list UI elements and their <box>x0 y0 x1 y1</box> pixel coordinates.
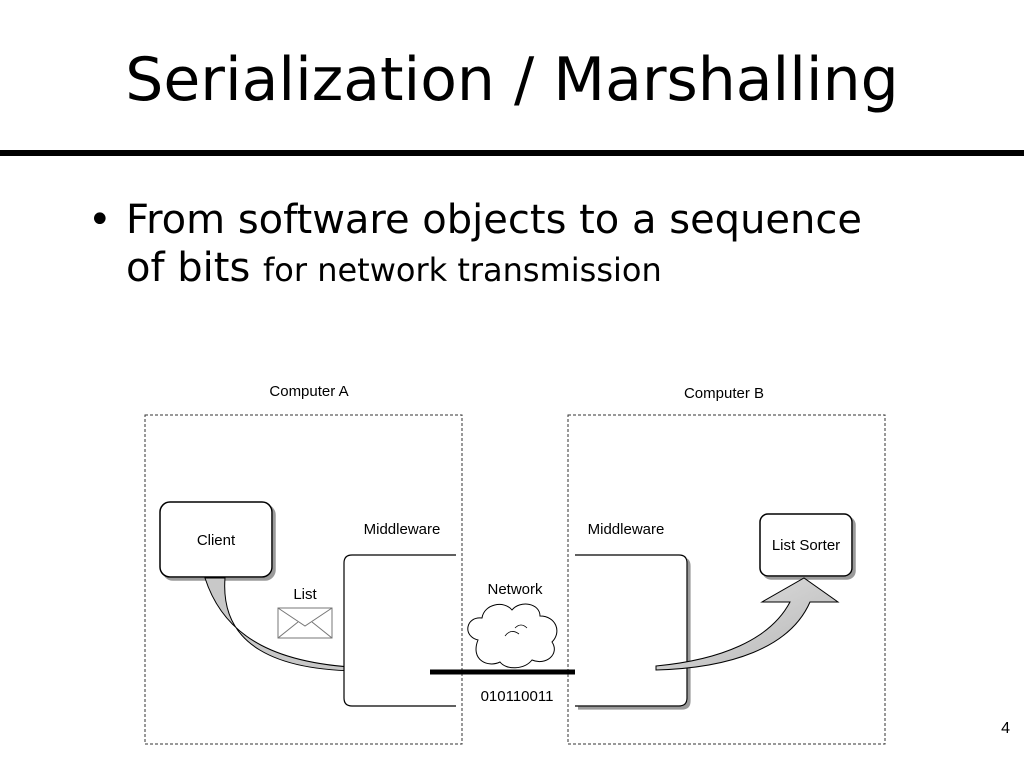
bullet-marker: • <box>88 197 112 243</box>
client-label: Client <box>197 532 236 549</box>
middleware-b-label: Middleware <box>588 521 665 538</box>
computer-a-label: Computer A <box>269 383 348 400</box>
bullet-line-2-main: of bits <box>126 245 251 291</box>
client-box <box>159 501 273 578</box>
list-label: List <box>293 586 317 603</box>
bullet-line-2-small: for network transmission <box>263 251 662 289</box>
middleware-a-box <box>343 554 456 707</box>
bullet-text: From software objects to a sequence of b… <box>126 196 946 294</box>
computer-a-box <box>144 414 463 745</box>
envelope-icon <box>277 607 333 639</box>
title-divider <box>0 150 1024 156</box>
cloud-icon <box>467 603 558 669</box>
list-sorter-label: List Sorter <box>772 537 840 554</box>
middleware-a-label: Middleware <box>364 521 441 538</box>
curved-arrow-icon <box>655 577 840 671</box>
middleware-b-box <box>575 554 688 707</box>
computer-b-box <box>567 414 886 745</box>
page-number: 4 <box>1001 720 1010 737</box>
computer-b-label: Computer B <box>684 385 764 402</box>
list-sorter-box <box>759 513 853 577</box>
bullet-line-2: of bits for network transmission <box>126 244 946 294</box>
bits-label: 010110011 <box>481 688 554 705</box>
bullet-line-1: From software objects to a sequence <box>126 197 862 243</box>
slide-title: Serialization / Marshalling <box>125 45 899 115</box>
network-label: Network <box>487 581 543 598</box>
